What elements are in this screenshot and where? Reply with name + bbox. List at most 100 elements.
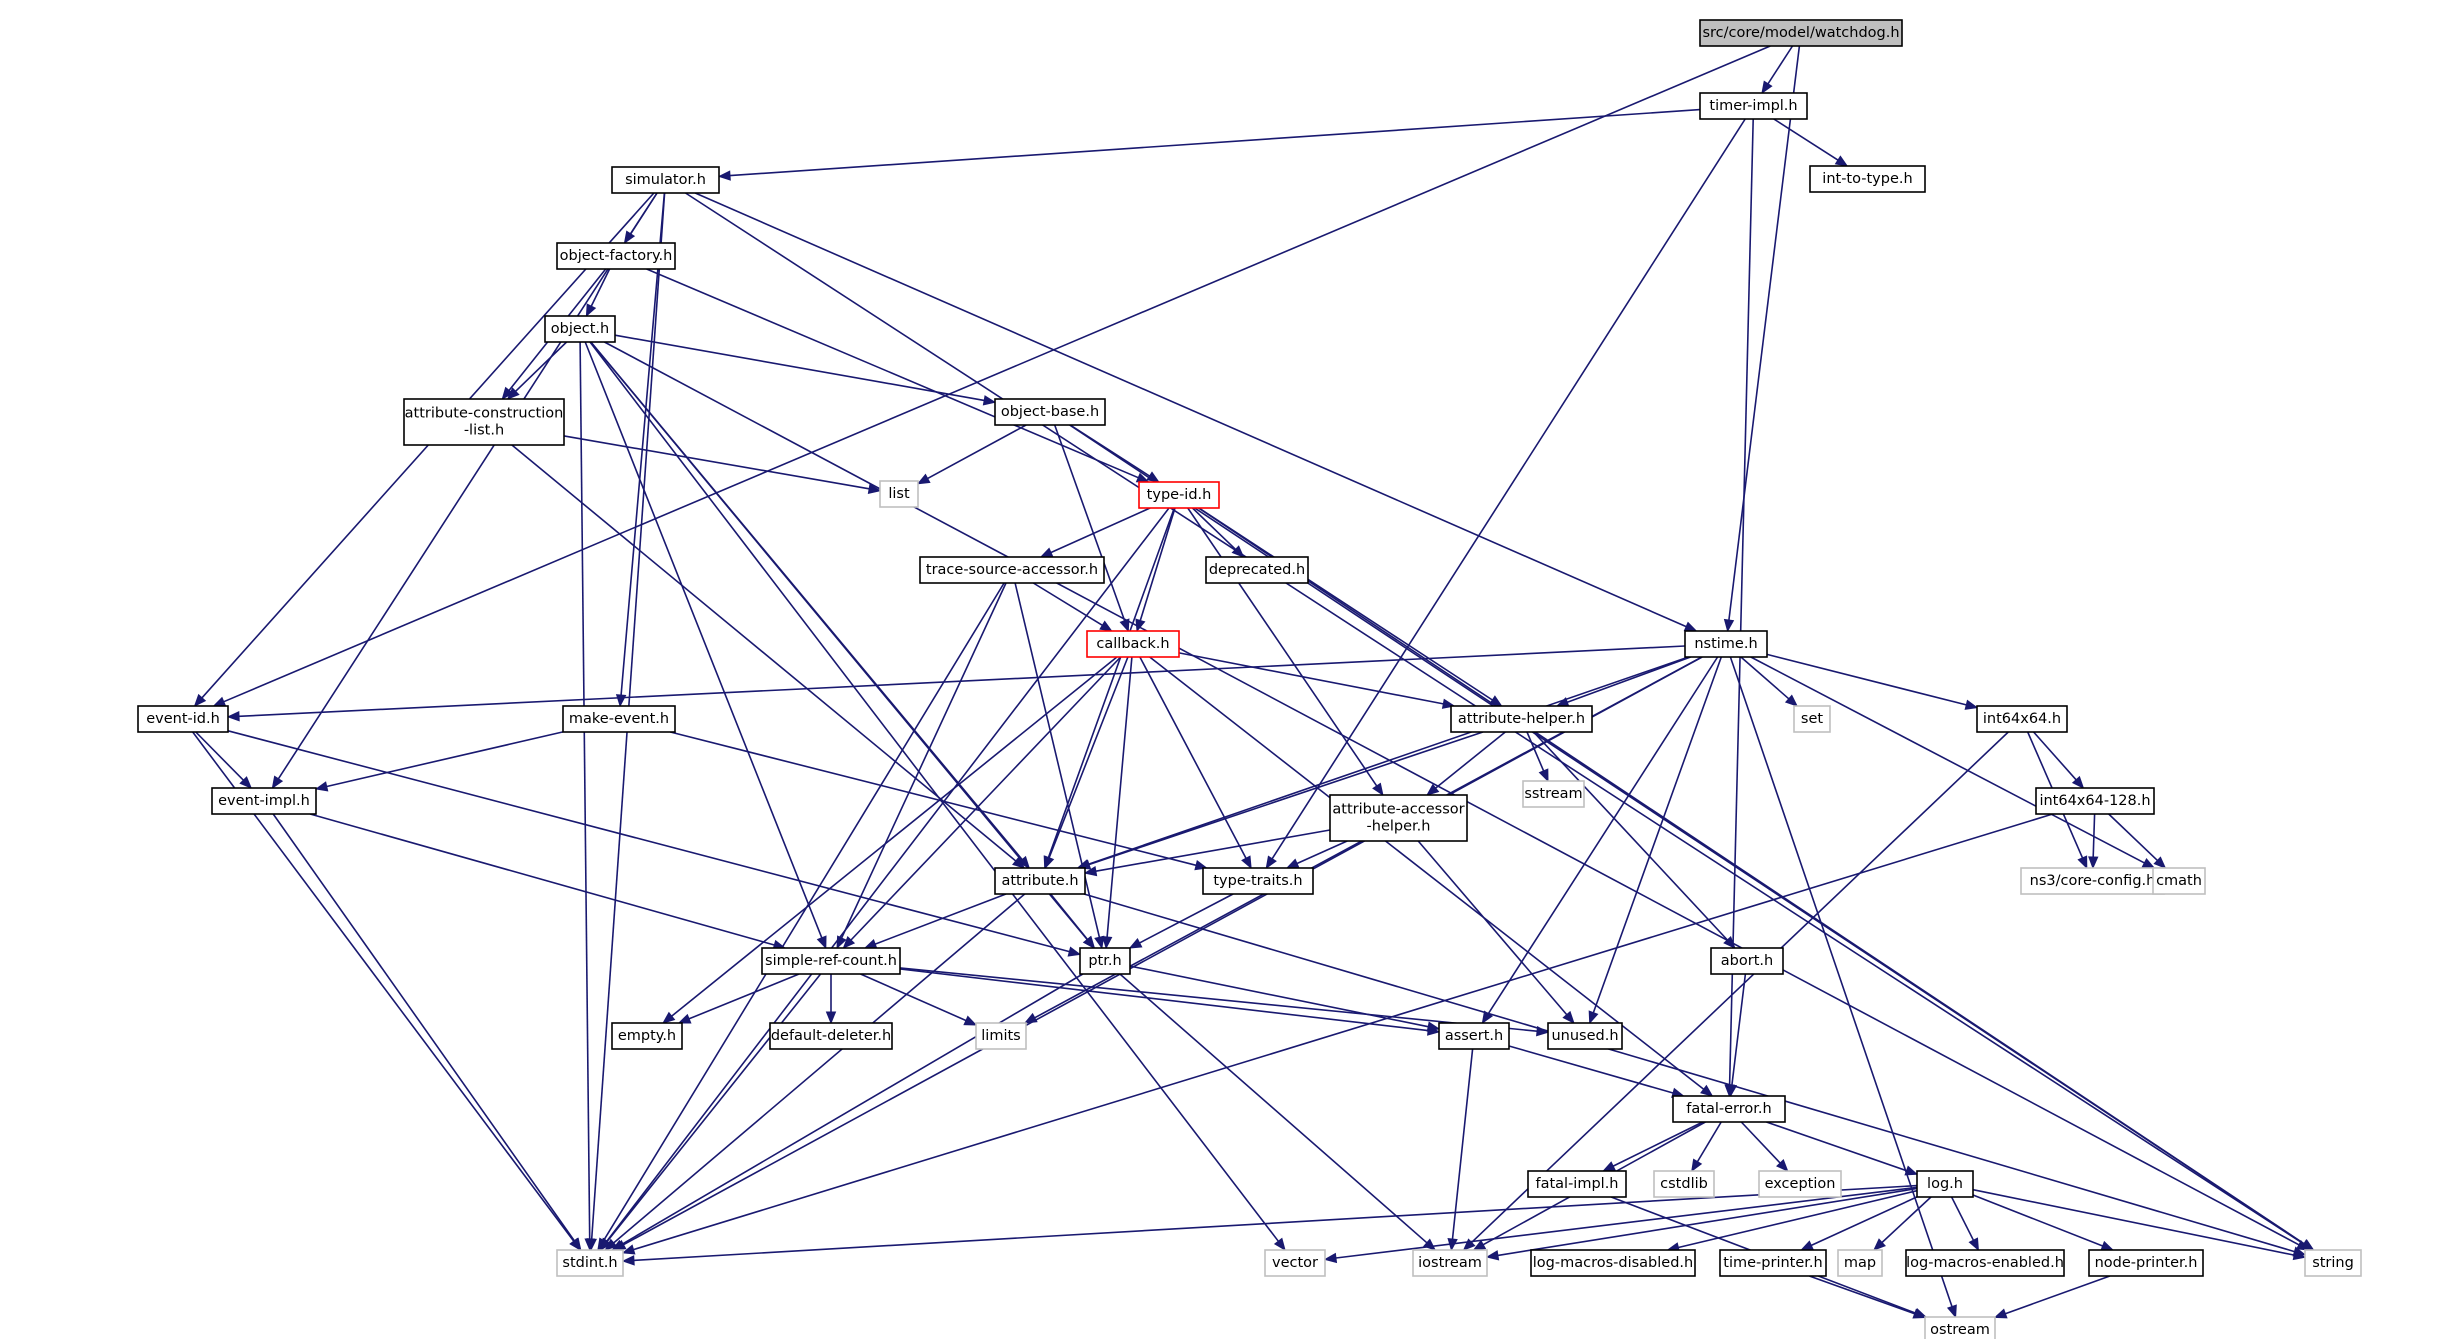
edge-watchdog-to-timer_impl bbox=[1761, 45, 1794, 95]
edge-type_id-to-callback bbox=[1135, 507, 1176, 633]
node-event-id[interactable]: event-id.h bbox=[137, 705, 229, 733]
edge-line bbox=[1767, 45, 1794, 85]
node-map: map bbox=[1837, 1249, 1883, 1277]
node-deprecated[interactable]: deprecated.h bbox=[1205, 556, 1309, 584]
edge-arrowhead bbox=[2100, 1240, 2115, 1251]
edge-callback-to-attribute bbox=[1044, 656, 1129, 870]
edge-int128-to-cmath bbox=[2108, 813, 2167, 869]
node-label: abort.h bbox=[1721, 953, 1773, 969]
node-simple-ref[interactable]: simple-ref-count.h bbox=[761, 947, 901, 975]
node-ptr[interactable]: ptr.h bbox=[1079, 947, 1131, 975]
edge-arrowhead bbox=[1723, 936, 1736, 949]
edge-line bbox=[1271, 118, 1746, 860]
node-label: string bbox=[2312, 1255, 2354, 1271]
edge-line bbox=[1139, 656, 1247, 859]
node-watchdog[interactable]: src/core/model/watchdog.h bbox=[1699, 19, 1903, 47]
node-log-dis[interactable]: log-macros-disabled.h bbox=[1530, 1249, 1696, 1277]
node-vector: vector bbox=[1264, 1249, 1326, 1277]
node-label: attribute.h bbox=[1001, 873, 1078, 889]
edge-line bbox=[671, 656, 1118, 1017]
node-label: ptr.h bbox=[1088, 953, 1121, 969]
edge-arrowhead bbox=[1683, 621, 1698, 632]
edge-line bbox=[1048, 656, 1129, 859]
edge-event_id-to-ptr bbox=[227, 730, 1082, 957]
edge-line bbox=[195, 731, 244, 781]
edge-arrowhead bbox=[1128, 938, 1143, 949]
edge-arrowhead bbox=[982, 395, 997, 406]
node-attr-helper[interactable]: attribute-helper.h bbox=[1450, 705, 1593, 733]
edge-arrowhead bbox=[1964, 699, 1979, 710]
edge-abort-to-fatal_error bbox=[1726, 973, 1747, 1098]
node-default-del[interactable]: default-deleter.h bbox=[769, 1022, 893, 1050]
edge-line bbox=[584, 341, 823, 939]
node-empty[interactable]: empty.h bbox=[611, 1022, 683, 1050]
node-box bbox=[975, 1022, 1027, 1050]
node-simulator[interactable]: simulator.h bbox=[611, 166, 720, 194]
node-object[interactable]: object.h bbox=[544, 315, 616, 343]
node-object-base[interactable]: object-base.h bbox=[994, 398, 1106, 426]
node-core-config: ns3/core-config.h bbox=[2020, 867, 2165, 895]
node-label: attribute-helper.h bbox=[1458, 711, 1585, 727]
node-box bbox=[1699, 92, 1808, 120]
edge-arrowhead bbox=[1873, 1238, 1886, 1251]
node-time-printer[interactable]: time-printer.h bbox=[1719, 1249, 1827, 1277]
edge-timer_impl-to-int_to_type bbox=[1773, 118, 1849, 167]
node-type-traits[interactable]: type-traits.h bbox=[1202, 867, 1314, 895]
edge-simulator-to-event_impl bbox=[271, 192, 658, 790]
node-label: event-impl.h bbox=[218, 793, 310, 809]
edge-line bbox=[1451, 1048, 1474, 1240]
node-event-impl[interactable]: event-impl.h bbox=[211, 787, 317, 815]
node-abort[interactable]: abort.h bbox=[1710, 947, 1784, 975]
node-box bbox=[2152, 867, 2206, 895]
node-log[interactable]: log.h bbox=[1916, 1170, 1974, 1198]
node-box bbox=[2020, 867, 2165, 895]
node-unused[interactable]: unused.h bbox=[1547, 1022, 1623, 1050]
node-box bbox=[1710, 947, 1784, 975]
edge-arrowhead bbox=[1273, 1237, 1286, 1252]
edge-simple_ref-to-unused bbox=[899, 967, 1550, 1037]
node-type-id[interactable]: type-id.h bbox=[1138, 481, 1220, 509]
edge-arrowhead bbox=[212, 696, 227, 707]
node-label: unused.h bbox=[1551, 1028, 1618, 1044]
edge-simple_ref-to-stdint bbox=[599, 973, 822, 1252]
edge-arrowhead bbox=[1776, 1159, 1789, 1172]
edge-line bbox=[694, 192, 1687, 628]
node-box bbox=[1450, 705, 1593, 733]
node-int128[interactable]: int64x64-128.h bbox=[2035, 787, 2155, 815]
node-fatal-error[interactable]: fatal-error.h bbox=[1672, 1095, 1786, 1123]
edge-simple_ref-to-empty bbox=[677, 973, 800, 1024]
node-box bbox=[1329, 794, 1468, 842]
edge-line bbox=[2033, 731, 2077, 781]
node-callback[interactable]: callback.h bbox=[1086, 630, 1180, 658]
edge-arrowhead bbox=[825, 1011, 837, 1025]
node-fatal-impl[interactable]: fatal-impl.h bbox=[1527, 1170, 1627, 1198]
node-attribute[interactable]: attribute.h bbox=[994, 867, 1086, 895]
node-make-event[interactable]: make-event.h bbox=[562, 705, 676, 733]
edge-object_factory-to-object bbox=[585, 268, 611, 318]
edge-arrowhead bbox=[2141, 858, 2156, 869]
node-object-factory[interactable]: object-factory.h bbox=[556, 242, 676, 270]
edge-line bbox=[927, 424, 1027, 480]
node-timer-impl[interactable]: timer-impl.h bbox=[1699, 92, 1808, 120]
node-node-printer[interactable]: node-printer.h bbox=[2088, 1249, 2204, 1277]
edge-line bbox=[272, 813, 576, 1242]
edge-line bbox=[1050, 507, 1151, 554]
edge-arrowhead bbox=[1912, 1308, 1927, 1319]
node-box bbox=[1086, 630, 1180, 658]
node-nstime[interactable]: nstime.h bbox=[1684, 630, 1768, 658]
node-box bbox=[1793, 705, 1831, 733]
node-box bbox=[1264, 1249, 1326, 1277]
edge-trace_src-to-callback bbox=[1032, 582, 1113, 632]
edge-attribute-to-ptr bbox=[1049, 893, 1096, 950]
node-log-en[interactable]: log-macros-enabled.h bbox=[1905, 1249, 2065, 1277]
node-attr-constr[interactable]: attribute-construction-list.h bbox=[403, 398, 565, 446]
node-trace-src[interactable]: trace-source-accessor.h bbox=[919, 556, 1105, 584]
node-int-to-type[interactable]: int-to-type.h bbox=[1809, 165, 1926, 193]
edge-arrowhead bbox=[1023, 1012, 1038, 1024]
edge-line bbox=[1728, 45, 1801, 621]
node-attr-acc[interactable]: attribute-accessor-helper.h bbox=[1329, 794, 1468, 842]
node-int64x64[interactable]: int64x64.h bbox=[1976, 705, 2068, 733]
node-assert[interactable]: assert.h bbox=[1438, 1022, 1510, 1050]
edge-line bbox=[633, 813, 2053, 1251]
edge-arrowhead bbox=[1489, 695, 1503, 707]
